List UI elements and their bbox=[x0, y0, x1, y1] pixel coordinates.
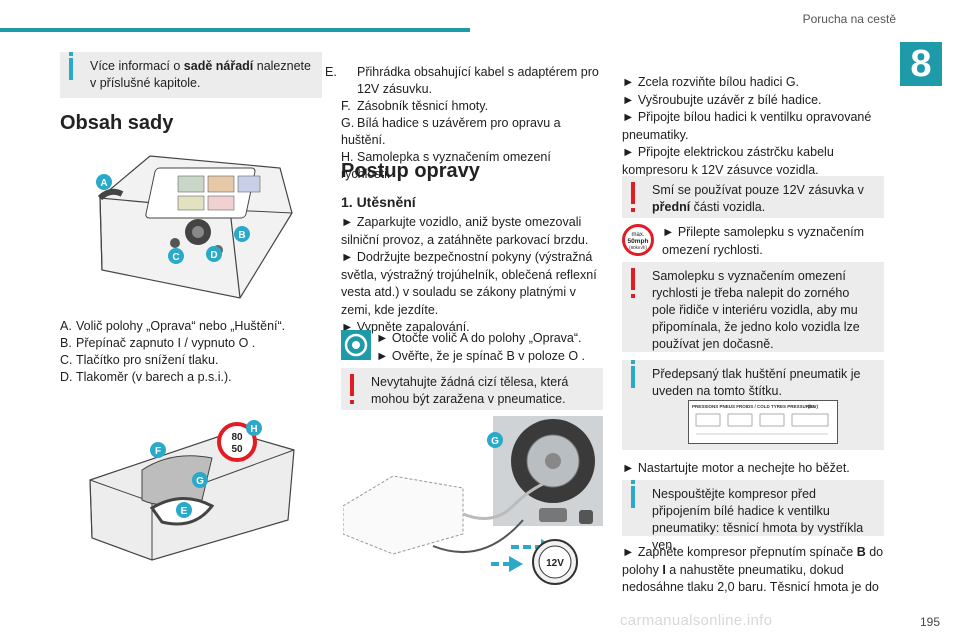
info-connect-before-start: Nespouštějte kompresor před připojením b… bbox=[622, 480, 884, 552]
info-icon bbox=[69, 52, 73, 80]
callout-b bbox=[234, 226, 250, 242]
callout-d bbox=[206, 246, 222, 262]
toolkit-link-text: sadě nářadí bbox=[183, 59, 254, 73]
svg-text:max.: max. bbox=[631, 232, 644, 238]
info-note-toolkit: Více informací o sadě nářadí naleznete v… bbox=[60, 52, 322, 98]
step-item: ► Vyšroubujte uzávěr z bílé hadice. bbox=[622, 92, 822, 107]
list-item: B.Přepínač zapnuto I / vypnuto O . bbox=[60, 336, 256, 350]
svg-text:C: C bbox=[172, 252, 179, 263]
list-item: A.Volič polohy „Oprava“ nebo „Huštění“. bbox=[60, 319, 286, 333]
page-number: 195 bbox=[919, 615, 940, 629]
sealing-steps: ► Zaparkujte vozidlo, aniž byste omezova… bbox=[341, 214, 603, 337]
step-item: ► Připojte elektrickou zástrčku kabelu k… bbox=[622, 145, 834, 177]
step-item: ► Vypněte zapalování. bbox=[341, 320, 470, 334]
list-item: F.Zásobník těsnicí hmoty. bbox=[341, 99, 489, 113]
svg-text:G: G bbox=[196, 476, 204, 487]
svg-text:B: B bbox=[238, 230, 245, 241]
info-icon bbox=[631, 360, 635, 388]
figure-hose-connection: 12V G bbox=[343, 416, 603, 591]
warning-foreign-objects: Nevytahujte žádná cizí tělesa, která moh… bbox=[341, 368, 603, 410]
svg-text:(80km/h): (80km/h) bbox=[629, 245, 647, 250]
svg-text:12V: 12V bbox=[546, 558, 564, 569]
selector-steps: ► Otočte volič A do polohy „Oprava“. ► O… bbox=[376, 330, 606, 365]
info-tyre-pressure: Předepsaný tlak huštění pneumatik je uve… bbox=[622, 360, 884, 450]
list-item: E.Přihrádka obsahující kabel s adaptérem… bbox=[325, 65, 599, 96]
svg-text:F: F bbox=[155, 446, 161, 457]
tyre-pressure-label-image: PRESSIONS PNEUS FROIDS / COLD TYRES PRES… bbox=[688, 400, 838, 444]
svg-text:D: D bbox=[210, 250, 217, 261]
start-engine-step: ► Nastartujte motor a nechejte ho běžet. bbox=[622, 461, 850, 475]
list-item: D.Tlakoměr (v barech a p.s.i.). bbox=[60, 370, 232, 384]
svg-text:50: 50 bbox=[231, 444, 243, 455]
warning-icon bbox=[631, 182, 635, 212]
svg-text:PRESSIONS PNEUS FROIDS / COLD: PRESSIONS PNEUS FROIDS / COLD TYRES PRES… bbox=[692, 404, 815, 409]
svg-text:(bar): (bar) bbox=[808, 404, 819, 409]
connection-steps: ► Zcela rozviňte bílou hadici G. ► Vyšro… bbox=[622, 74, 884, 179]
chapter-badge: 8 bbox=[900, 42, 942, 86]
warning-front-socket: Smí se používat pouze 12V zásuvka v před… bbox=[622, 176, 884, 218]
header-accent-bar bbox=[0, 28, 470, 32]
list-item: H.Samolepka s vyznačením omezení rychlos… bbox=[341, 150, 551, 181]
svg-text:80: 80 bbox=[231, 432, 243, 443]
step-item: ► Ověřte, že je spínač B v poloze O . bbox=[376, 348, 585, 363]
svg-text:50mph: 50mph bbox=[628, 238, 649, 245]
figure-compressor-kit: A B C D bbox=[80, 148, 310, 306]
step-item: ► Dodržujte bezpečnostní pokyny (výstraž… bbox=[341, 250, 597, 317]
info-icon bbox=[631, 480, 635, 508]
list-item: G.Bílá hadice s uzávěrem pro opravu a hu… bbox=[341, 116, 561, 147]
list-item: C.Tlačítko pro snížení tlaku. bbox=[60, 353, 219, 367]
svg-text:A: A bbox=[100, 178, 107, 189]
sticker-step: ► Přilepte samolepku s vyznačením omezen… bbox=[662, 225, 865, 257]
repair-mode-icon bbox=[341, 330, 371, 360]
warning-icon bbox=[631, 268, 635, 298]
heading-repair-procedure: Postup opravy bbox=[341, 160, 480, 182]
callout-a bbox=[96, 174, 112, 190]
kit-items-list-a-d: A.Volič polohy „Oprava“ nebo „Huštění“. … bbox=[60, 318, 322, 386]
step-item: ► Zcela rozviňte bílou hadici G. bbox=[622, 75, 800, 89]
inflate-step: ► Zapněte kompresor přepnutím spínače B … bbox=[622, 545, 884, 594]
warning-sticker-placement: Samolepku s vyznačením omezení rychlosti… bbox=[622, 262, 884, 352]
svg-text:H: H bbox=[250, 424, 257, 435]
heading-kit-contents: Obsah sady bbox=[60, 112, 174, 134]
heading-sealing: 1. Utěsnění bbox=[341, 194, 416, 210]
step-item: ► Zaparkujte vozidlo, aniž byste omezova… bbox=[341, 215, 589, 247]
svg-text:G: G bbox=[491, 436, 499, 447]
step-item: ► Otočte volič A do polohy „Oprava“. bbox=[376, 331, 582, 345]
kit-items-list-e-h: E.Přihrádka obsahující kabel s adaptérem… bbox=[325, 64, 603, 183]
warning-icon bbox=[350, 374, 354, 404]
watermark: carmanualsonline.info bbox=[620, 612, 773, 629]
svg-text:E: E bbox=[181, 506, 188, 517]
figure-kit-compartment: 80 50 H F G E bbox=[82, 410, 302, 568]
step-item: ► Připojte bílou hadici k ventilku oprav… bbox=[622, 110, 872, 142]
section-title: Porucha na cestě bbox=[802, 12, 896, 26]
callout-c bbox=[168, 248, 184, 264]
speed-limit-sticker-icon: max. 50mph (80km/h) bbox=[622, 224, 654, 256]
